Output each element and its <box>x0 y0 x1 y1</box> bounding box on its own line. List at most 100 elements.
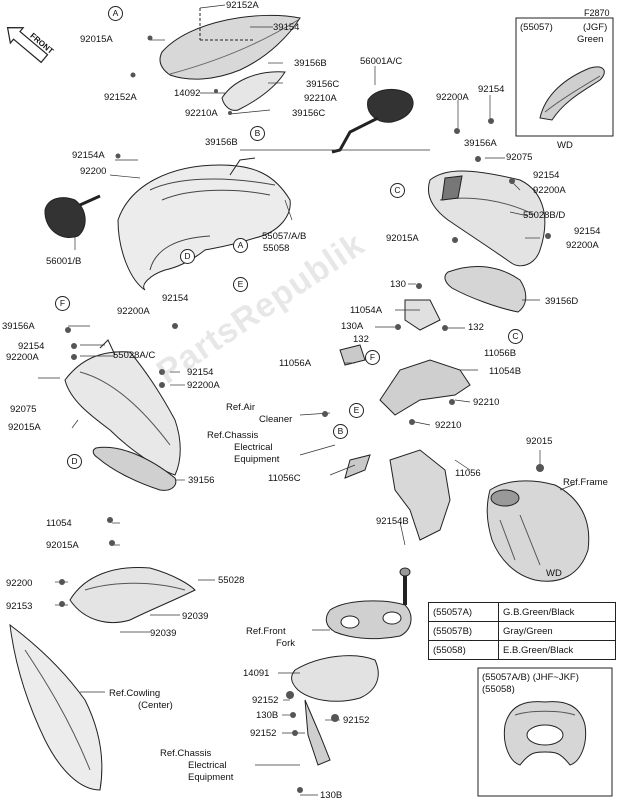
ref-frame: Ref.Frame <box>563 477 608 488</box>
inset-jhf-codes2: (55058) <box>482 684 515 695</box>
part-label: 132 <box>468 322 484 333</box>
part-label: 92154A <box>72 150 105 161</box>
ref-air-cleaner-1: Ref.Air <box>226 402 256 413</box>
part-label: 92210A <box>185 108 218 119</box>
left-side-cowl-shape <box>64 351 181 476</box>
callout-c: C <box>390 183 405 198</box>
callout-e: E <box>349 403 364 418</box>
part-label: 92200A <box>436 92 469 103</box>
callout-d: D <box>67 454 82 469</box>
part-label: 92015A <box>46 540 79 551</box>
ref-front-fork-2: Fork <box>276 638 295 649</box>
meter-cover-shape <box>221 71 286 111</box>
part-label: 11054B <box>489 366 522 377</box>
callout-a: A <box>108 6 123 21</box>
part-label: 130B <box>256 710 279 721</box>
table-cell: (55057A) <box>427 602 500 622</box>
part-label: 92154B <box>376 516 409 527</box>
table-row: (55057A)G.B.Green/Black <box>427 602 616 622</box>
table-cell: (55058) <box>427 640 500 660</box>
part-label: 92015A <box>386 233 419 244</box>
part-label: 92154 <box>478 84 505 95</box>
part-label: 92200 <box>80 166 107 177</box>
part-label: 92154 <box>533 170 560 181</box>
mirror-right-shape <box>367 88 414 123</box>
table-cell: E.B.Green/Black <box>498 640 616 660</box>
part-label: 92154 <box>574 226 601 237</box>
windshield-shape <box>159 14 301 80</box>
cover-14091-shape <box>291 655 379 702</box>
trim-39156-shape <box>92 446 177 491</box>
ref-cowling-2: (Center) <box>138 700 173 711</box>
part-label: 14091 <box>243 668 270 679</box>
inset-jgf-variant: (JGF) <box>583 22 608 33</box>
part-label: 92015 <box>526 436 553 447</box>
part-label: 55028 <box>218 575 245 586</box>
part-label: 92200A <box>533 185 566 196</box>
part-label: 14092 <box>174 88 201 99</box>
part-label: 39156 <box>188 475 215 486</box>
ref-cowling-1: Ref.Cowling <box>109 688 161 699</box>
ref-air-cleaner-2: Cleaner <box>259 414 293 425</box>
part-label: 92200A <box>117 306 150 317</box>
callout-d: D <box>180 249 195 264</box>
part-label: 92210 <box>473 397 500 408</box>
bracket-assembly-shape <box>379 359 471 416</box>
ref-chassis-2a: Ref.Chassis <box>160 748 212 759</box>
part-label: 55028A/C <box>113 350 156 361</box>
ref-chassis-1b: Electrical <box>234 442 273 453</box>
part-label: 92039 <box>150 628 177 639</box>
part-label: 92154 <box>187 367 214 378</box>
part-label: 92200A <box>566 240 599 251</box>
callout-b: B <box>333 424 348 439</box>
callout-f: F <box>55 296 70 311</box>
ref-chassis-2c: Equipment <box>188 772 234 783</box>
front-arrow-icon <box>6 27 49 64</box>
callout-a: A <box>233 238 248 253</box>
part-label: 92015A <box>8 422 41 433</box>
callout-e: E <box>233 277 248 292</box>
fork-bracket-shape <box>325 600 412 640</box>
center-cowling-shape <box>9 623 103 791</box>
table-cell: G.B.Green/Black <box>498 602 616 622</box>
part-label: 92153 <box>6 601 33 612</box>
frame-note: WD <box>546 568 562 579</box>
figure-id: F2870 <box>584 8 610 18</box>
table-row: (55058)E.B.Green/Black <box>427 640 616 660</box>
color-table: (55057A)G.B.Green/Black (55057B)Gray/Gre… <box>427 602 616 660</box>
lower-cowl-shape <box>69 566 196 623</box>
part-label: 11054A <box>350 305 383 316</box>
part-label: 92152A <box>226 0 259 11</box>
part-label: 11054 <box>46 518 72 529</box>
part-label: 11056 <box>455 468 481 479</box>
trim-39156D-shape <box>444 266 527 313</box>
part-label: 55057/A/B <box>262 231 307 242</box>
inset-jgf-frame <box>515 17 614 137</box>
callout-b: B <box>250 126 265 141</box>
table-cell: Gray/Green <box>498 621 616 641</box>
table-cell: (55057B) <box>427 621 500 641</box>
part-label: 92039 <box>182 611 209 622</box>
part-label: 56001/B <box>46 256 82 267</box>
inset-jgf-code: (55057) <box>520 22 553 33</box>
part-label: 39156D <box>545 296 579 307</box>
inset-jhf-frame <box>477 667 613 797</box>
part-label: 39156A <box>464 138 497 149</box>
part-label: 130A <box>341 321 364 332</box>
part-label: 92154 <box>18 341 45 352</box>
part-label: 39156C <box>306 79 340 90</box>
part-label: 132 <box>353 334 369 345</box>
part-label: 92152A <box>104 92 137 103</box>
mirror-left-shape <box>44 197 86 238</box>
part-label: 92152 <box>343 715 370 726</box>
ref-chassis-1c: Equipment <box>234 454 280 465</box>
part-label: 92200 <box>6 578 33 589</box>
frame-shape <box>486 480 590 582</box>
part-label: 39156C <box>292 108 326 119</box>
part-label: 39156B <box>294 58 327 69</box>
part-label: 130B <box>320 790 343 801</box>
part-label: 92075 <box>10 404 37 415</box>
part-label: 56001A/C <box>360 56 403 67</box>
ref-front-fork-1: Ref.Front <box>246 626 286 637</box>
